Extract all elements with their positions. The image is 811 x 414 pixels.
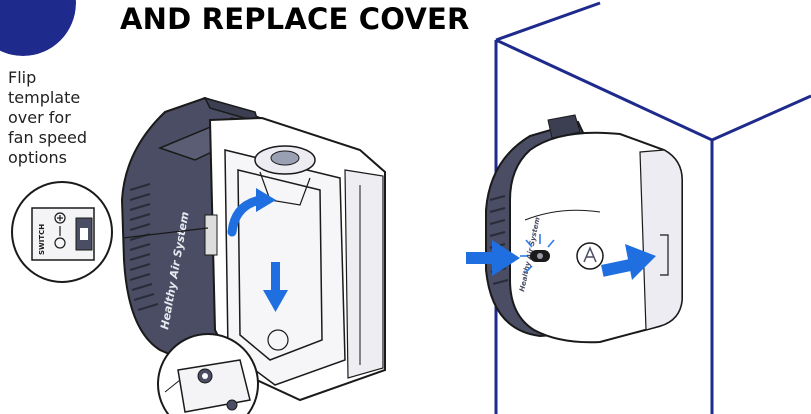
step-number-badge bbox=[0, 0, 76, 56]
switch-label: SWITCH bbox=[38, 224, 46, 255]
closed-humidifier-unit: Healthy Air System bbox=[485, 114, 683, 344]
rotate-arrow-icon bbox=[227, 188, 276, 237]
flip-template-note: Flip template over for fan speed options bbox=[8, 68, 87, 167]
down-arrow-icon bbox=[263, 262, 288, 312]
push-arrow-right-icon bbox=[601, 244, 656, 280]
open-humidifier-unit: Healthy Air System bbox=[120, 96, 386, 402]
screw-detail-callout bbox=[157, 333, 259, 414]
push-arrow-left-icon bbox=[466, 240, 520, 276]
light-burst-icon bbox=[520, 234, 555, 273]
switch-detail-callout: SWITCH bbox=[11, 181, 113, 283]
step-heading: AND REPLACE COVER bbox=[120, 2, 470, 36]
